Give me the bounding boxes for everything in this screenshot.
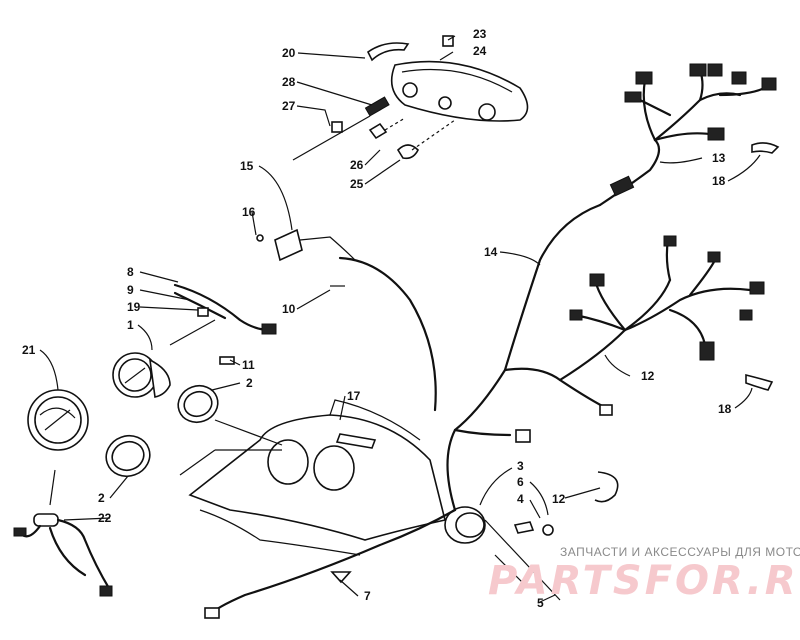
callout-20: 20 [282,46,296,60]
callout-labels: 20 23 24 28 27 26 25 15 16 10 8 9 19 1 1… [22,27,732,610]
callout-10: 10 [282,302,296,316]
callout-23: 23 [473,27,487,41]
callout-6: 6 [517,475,524,489]
callout-18b: 18 [718,402,732,416]
watermark: ЗАПЧАСТИ И АКСЕССУАРЫ ДЛЯ МОТОТЕХНИКИ PA… [488,545,800,604]
callout-3: 3 [517,459,524,473]
callout-17: 17 [347,389,361,403]
callout-12: 12 [552,492,566,506]
tachometer-gauge [112,352,171,398]
gauge-harness-small [169,283,277,365]
callout-22: 22 [98,511,112,525]
right-connector-harness [558,235,765,382]
callout-7: 7 [364,589,371,603]
callout-19: 19 [127,300,141,314]
headlight-assembly [292,35,529,161]
callout-26: 26 [350,158,364,172]
callout-14: 14 [484,245,498,259]
callout-27: 27 [282,99,296,113]
callout-12b: 12 [641,369,655,383]
gauge-rings [105,384,219,478]
callout-16: 16 [242,205,256,219]
clip-parts [330,142,780,601]
callout-2b: 2 [98,491,105,505]
speedometer-gauge [27,389,89,451]
dashboard-console [188,399,446,556]
callout-5: 5 [537,596,544,610]
watermark-tagline: ЗАПЧАСТИ И АКСЕССУАРЫ ДЛЯ МОТОТЕХНИКИ [560,545,800,559]
bracket-part [256,228,356,287]
lower-gauge-harness [13,513,113,597]
callout-2: 2 [246,376,253,390]
callout-8: 8 [127,265,134,279]
watermark-logo: PARTSFOR.RU [488,558,800,604]
main-harness [204,138,661,619]
callout-18: 18 [712,174,726,188]
callout-11: 11 [242,358,255,372]
callout-21: 21 [22,343,36,357]
leader-lines [39,35,761,603]
callout-24: 24 [473,44,487,58]
callout-9: 9 [127,283,134,297]
ignition-switch [444,506,554,586]
callout-1: 1 [127,318,134,332]
callout-25: 25 [350,177,364,191]
callout-4: 4 [517,492,524,506]
callout-15: 15 [240,159,254,173]
callout-28: 28 [282,75,296,89]
callout-13: 13 [712,151,726,165]
top-connector-harness [624,63,777,142]
